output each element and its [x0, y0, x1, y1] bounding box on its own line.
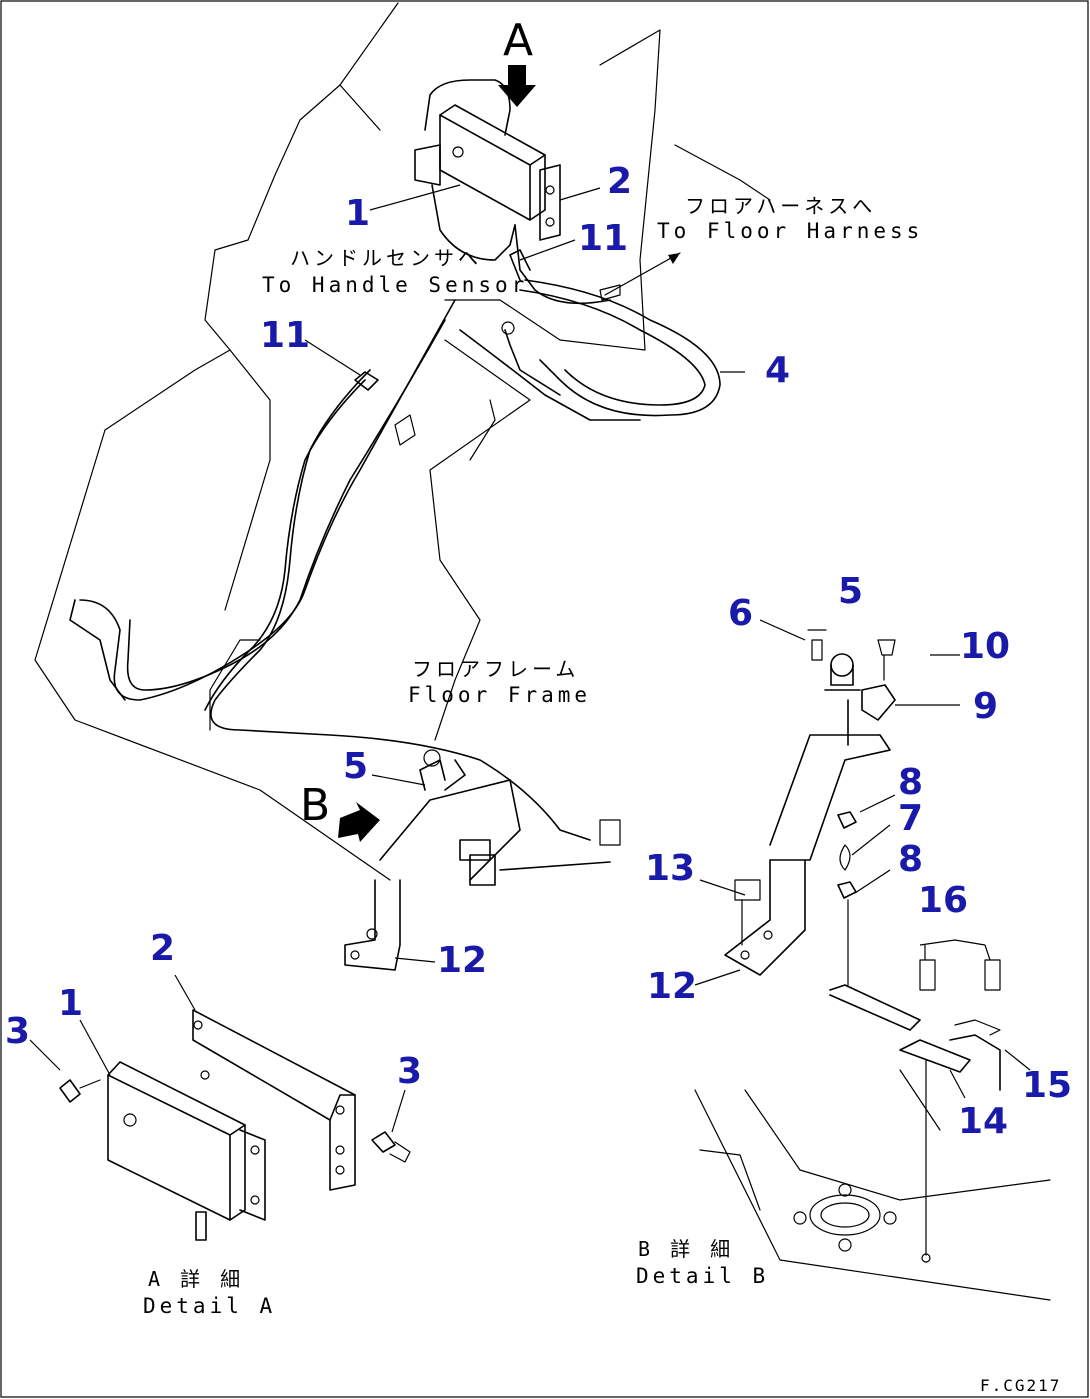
handle-sensor-note-en: To Handle Sensor	[262, 273, 528, 297]
controller-unit	[414, 79, 611, 305]
view-arrow-a	[498, 65, 536, 107]
detail-a-caption-en: Detail A	[143, 1294, 276, 1318]
callout-8-upper: 8	[898, 762, 923, 803]
callout-12-detail: 12	[647, 966, 697, 1007]
floor-frame-note-jp: フロアフレーム	[412, 657, 579, 681]
callout-2: 2	[607, 161, 632, 202]
callout-16: 16	[918, 880, 968, 921]
view-letter-b: B	[300, 780, 330, 831]
callout-11-left: 11	[260, 315, 310, 356]
callout-3-right: 3	[397, 1051, 422, 1092]
drawing-code: F.CG217	[980, 1376, 1061, 1395]
floor-frame-note-en: Floor Frame	[408, 683, 591, 707]
callout-3-left: 3	[5, 1011, 30, 1052]
callout-9: 9	[973, 686, 998, 727]
callout-8-lower: 8	[898, 839, 923, 880]
detail-a-caption-jp: A 詳 細	[148, 1267, 244, 1291]
floor-harness-leader	[604, 252, 681, 296]
detail-b-assembly	[694, 629, 1051, 1301]
callout-10: 10	[960, 626, 1010, 667]
cab-outline	[34, 2, 771, 881]
view-letter-a: A	[503, 15, 533, 66]
callout-6: 6	[728, 593, 753, 634]
view-arrow-b	[338, 802, 380, 842]
callout-7: 7	[898, 798, 923, 839]
callout-2-detail-a: 2	[150, 928, 175, 969]
callout-12-main: 12	[437, 940, 487, 981]
callout-1: 1	[345, 193, 370, 234]
detail-a-assembly	[59, 1009, 411, 1241]
detail-b-caption-jp: B 詳 細	[638, 1237, 734, 1261]
handle-sensor-note-jp: ハンドルセンサへ	[290, 246, 482, 270]
floor-harness-note-en: To Floor Harness	[657, 219, 923, 243]
callout-1-detail-a: 1	[58, 983, 83, 1024]
part-numbers: 1 2 11 11 4 6 5 10 9 8 7 8 5 13 16 12 12…	[5, 161, 1072, 1142]
wiring-harness	[69, 249, 721, 846]
callout-11-top: 11	[578, 218, 628, 259]
callout-5-detail: 5	[838, 571, 863, 612]
floor-harness-note-jp: フロアハーネスへ	[685, 194, 876, 218]
leader-lines	[29, 184, 1031, 1133]
detail-b-caption-en: Detail B	[636, 1264, 769, 1288]
callout-5-main: 5	[343, 746, 368, 787]
floor-frame-assembly	[344, 749, 611, 971]
callout-14: 14	[958, 1101, 1008, 1142]
callout-13: 13	[645, 848, 695, 889]
callout-15: 15	[1022, 1065, 1072, 1106]
callout-4: 4	[765, 350, 790, 391]
annotations: フロアハーネスへ To Floor Harness ハンドルセンサへ To Ha…	[143, 194, 1061, 1395]
